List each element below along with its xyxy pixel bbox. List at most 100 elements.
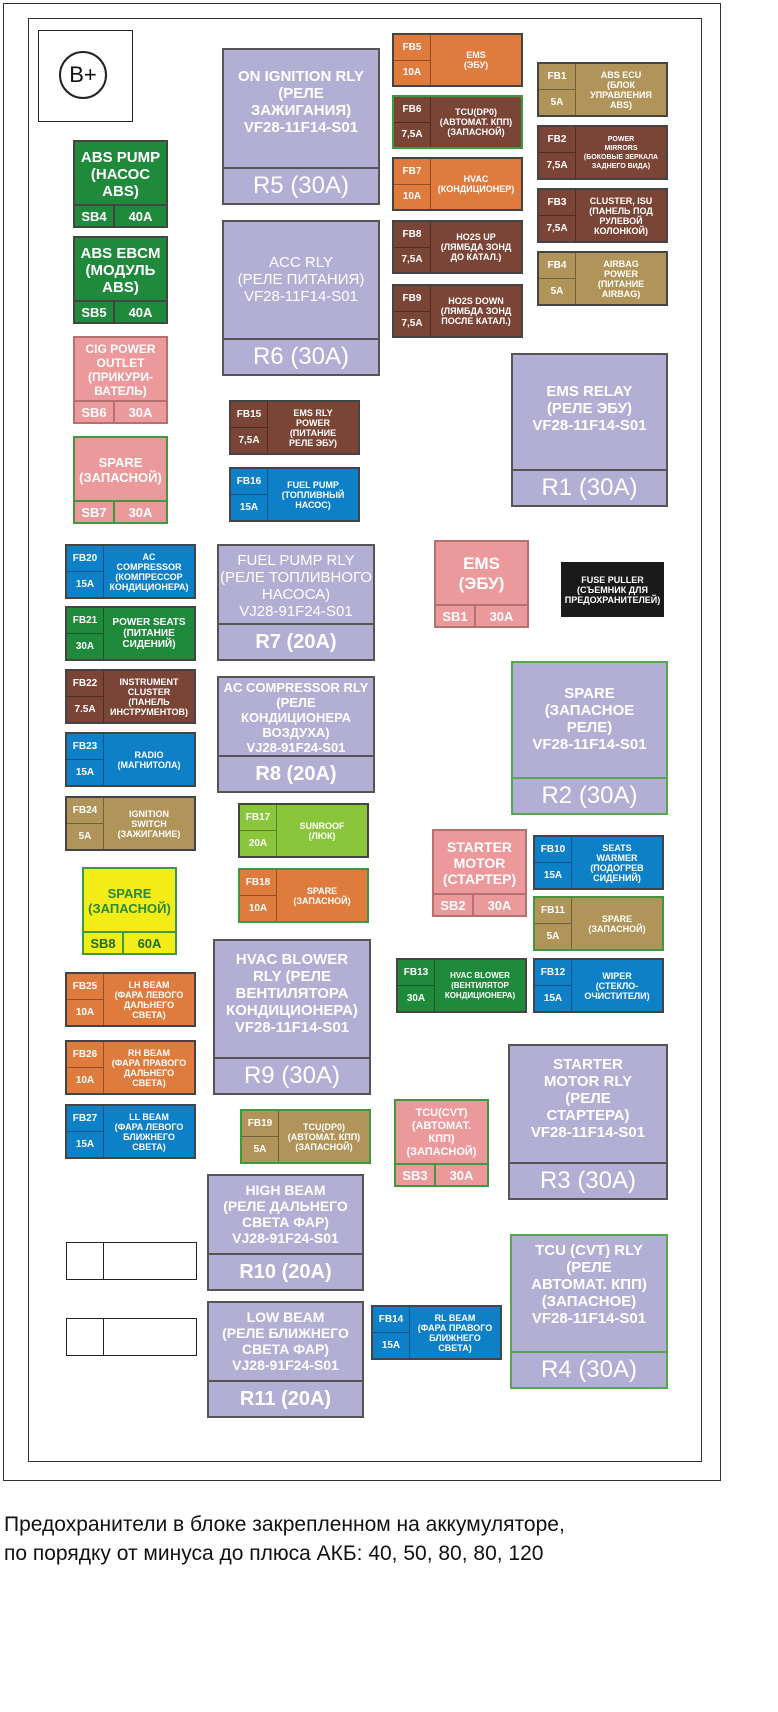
relay-r7-rating: R7 (20A) (219, 623, 373, 659)
fuse-fb26-id: FB26 (67, 1042, 103, 1068)
fuse-fb16-amp: 15A (239, 502, 259, 513)
fuse-fb13-id: FB13 (398, 960, 434, 986)
relay-r3-rating: R3 (30A) (510, 1162, 666, 1198)
fuse-sb8-amp: 60A (137, 935, 162, 951)
battery-positive-terminal: B+ (38, 30, 133, 122)
fuse-fb24-amp: 5A (78, 831, 92, 842)
fuse-fb12-id: FB12 (535, 960, 571, 986)
battery-plus-icon: B+ (59, 51, 107, 99)
fuse-fb2-label: POWER MIRRORS (БОКОВЫЕ ЗЕРКАЛА ЗАДНЕГО В… (583, 135, 659, 170)
fuse-box-outer-frame (3, 3, 721, 1481)
fuse-fb17-label: SUNROOF (ЛЮК) (299, 820, 345, 841)
fuse-puller: FUSE PULLER (СЪЕМНИК ДЛЯ ПРЕДОХРАНИТЕЛЕЙ… (561, 562, 664, 617)
fuse-fb7-amp: 10A (402, 191, 422, 203)
fuse-fb23-amp: 15A (75, 767, 95, 778)
fuse-fb11-amp: 5A (546, 931, 560, 942)
relay-r8-title: AC COMPRESSOR RLY (РЕЛЕ КОНДИЦИОНЕРА ВОЗ… (223, 680, 369, 755)
relay-r9-title: HVAC BLOWER RLY (РЕЛЕ ВЕНТИЛЯТОРА КОНДИЦ… (226, 951, 358, 1036)
relay-r4: TCU (CVT) RLY (РЕЛЕ АВТОМАТ. КПП) (ЗАПАС… (510, 1234, 668, 1389)
fuse-fb9-label: HO2S DOWN (ЛЯМБДА ЗОНД ПОСЛЕ КАТАЛ.) (440, 296, 512, 326)
relay-r9: HVAC BLOWER RLY (РЕЛЕ ВЕНТИЛЯТОРА КОНДИЦ… (213, 939, 371, 1095)
fuse-fb21-label: POWER SEATS (ПИТАНИЕ СИДЕНИЙ) (112, 617, 186, 650)
relay-r5-title: ON IGNITION RLY (РЕЛЕ ЗАЖИГАНИЯ) VF28-11… (237, 68, 365, 136)
fuse-fb5-amp: 10A (402, 67, 422, 79)
relay-r6-title: ACC RLY (РЕЛЕ ПИТАНИЯ) VF28-11F14-S01 (237, 254, 365, 305)
relay-r5: ON IGNITION RLY (РЕЛЕ ЗАЖИГАНИЯ) VF28-11… (222, 48, 380, 205)
fuse-fb2-amp: 7,5A (546, 160, 568, 171)
fuse-fb26-label: RH BEAM (ФАРА ПРАВОГО ДАЛЬНЕГО СВЕТА) (111, 1047, 187, 1088)
fuse-fb8-label: HO2S UP (ЛЯМБДА ЗОНД ДО КАТАЛ.) (440, 232, 512, 262)
fuse-sb1-amp: 30A (489, 608, 514, 624)
fuse-fb17-amp: 20A (248, 838, 268, 849)
relay-r7-title: FUEL PUMP RLY (РЕЛЕ ТОПЛИВНОГО НАСОСА) V… (219, 552, 373, 620)
fuse-fb24-label: IGNITION SWITCH (ЗАЖИГАНИЕ) (117, 808, 181, 839)
fuse-fb11-label: SPARE (ЗАПАСНОЙ) (588, 913, 646, 934)
fuse-fb15: FB15 7,5A EMS RLY POWER (ПИТАНИЕ РЕЛЕ ЭБУ… (229, 400, 360, 455)
fuse-sb4-amp: 40A (128, 208, 153, 224)
relay-r8-rating: R8 (20A) (219, 755, 373, 791)
fuse-fb1-amp: 5A (550, 97, 564, 108)
fuse-fb15-id: FB15 (231, 402, 267, 428)
fuse-sb1-label: EMS (ЭБУ) (458, 554, 505, 593)
fuse-fb15-amp: 7,5A (238, 435, 260, 446)
fuse-fb10-amp: 15A (543, 870, 563, 881)
fuse-sb7-amp: 30A (128, 504, 153, 520)
fuse-fb19-id: FB19 (242, 1111, 278, 1137)
fuse-fb15-label: EMS RLY POWER (ПИТАНИЕ РЕЛЕ ЭБУ) (288, 407, 338, 448)
fuse-fb27-label: LL BEAM (ФАРА ЛЕВОГО БЛИЖНЕГО СВЕТА) (114, 1111, 184, 1152)
relay-r2: SPARE (ЗАПАСНОЕ РЕЛЕ) VF28-11F14-S01 R2 … (511, 661, 668, 815)
fuse-fb18-label: SPARE (ЗАПАСНОЙ) (293, 885, 351, 906)
fuse-sb7-id: SB7 (75, 502, 115, 522)
fuse-fb7-label: HVAC (КОНДИЦИОНЕР) (437, 174, 515, 194)
fuse-fb14-id: FB14 (373, 1307, 409, 1333)
fuse-fb16-id: FB16 (231, 469, 267, 495)
relay-r3: STARTER MOTOR RLY (РЕЛЕ СТАРТЕРА) VF28-1… (508, 1044, 668, 1200)
relay-r1: EMS RELAY (РЕЛЕ ЭБУ) VF28-11F14-S01 R1 (… (511, 353, 668, 507)
fuse-fb23-id: FB23 (67, 734, 103, 760)
fuse-fb24-id: FB24 (67, 798, 103, 824)
fuse-fb10-id: FB10 (535, 837, 571, 863)
fuse-sb6-label: CIG POWER OUTLET (ПРИКУРИ- ВАТЕЛЬ) (85, 342, 156, 398)
relay-r1-rating: R1 (30A) (513, 469, 666, 505)
fuse-fb22-label: INSTRUMENT CLUSTER (ПАНЕЛЬ ИНСТРУМЕНТОВ) (110, 676, 188, 717)
fuse-sb5-id: SB5 (75, 302, 115, 322)
fuse-fb27-amp: 15A (75, 1139, 95, 1150)
fuse-fb25-id: FB25 (67, 974, 103, 1000)
fuse-fb1-label: ABS ECU (БЛОК УПРАВЛЕНИЯ ABS) (590, 69, 652, 110)
fuse-fb6-amp: 7,5A (401, 129, 423, 141)
fuse-fb25-amp: 10A (75, 1007, 95, 1018)
fuse-sb8-label: SPARE (ЗАПАСНОЙ) (88, 886, 171, 916)
relay-r4-rating: R4 (30A) (512, 1351, 666, 1387)
empty-slot (66, 1318, 197, 1356)
fuse-fb21-id: FB21 (67, 608, 103, 634)
fuse-fb12-label: WIPER (СТЕКЛО- ОЧИСТИТЕЛИ) (584, 970, 650, 1001)
fuse-fb9-id: FB9 (394, 286, 430, 312)
fuse-fb25-label: LH BEAM (ФАРА ЛЕВОГО ДАЛЬНЕГО СВЕТА) (114, 979, 184, 1020)
fuse-fb14-label: RL BEAM (ФАРА ПРАВОГО БЛИЖНЕГО СВЕТА) (417, 1312, 493, 1353)
fuse-sb4-id: SB4 (75, 206, 115, 226)
fuse-fb24: FB24 5A IGNITION SWITCH (ЗАЖИГАНИЕ) (65, 796, 196, 851)
fuse-fb7-id: FB7 (394, 159, 430, 185)
relay-r11: LOW BEAM (РЕЛЕ БЛИЖНЕГО СВЕТА ФАР) VJ28-… (207, 1301, 364, 1418)
relay-r4-title: TCU (CVT) RLY (РЕЛЕ АВТОМАТ. КПП) (ЗАПАС… (531, 1242, 647, 1327)
fuse-sb5-amp: 40A (128, 304, 153, 320)
relay-r10-rating: R10 (20A) (209, 1253, 362, 1289)
fuse-fb10-label: SEATS WARMER (ПОДОГРЕВ СИДЕНИЙ) (590, 842, 644, 883)
